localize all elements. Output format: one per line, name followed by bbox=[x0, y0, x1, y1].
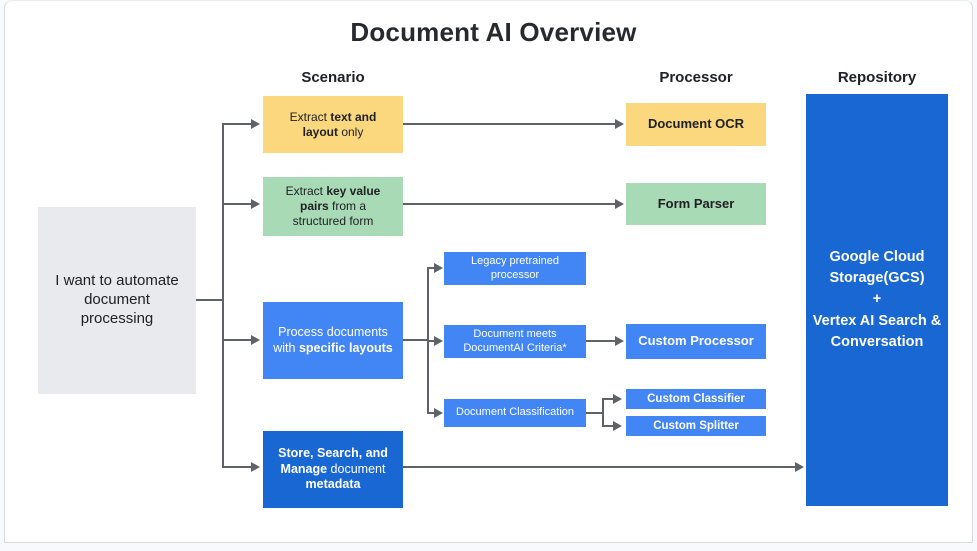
column-header-scenario: Scenario bbox=[301, 69, 365, 86]
connector-keyvalue-to-formparser bbox=[403, 203, 615, 205]
node-scenario-layouts: Process documents with specific layouts bbox=[263, 302, 403, 379]
node-processor-custom: Custom Processor bbox=[626, 324, 766, 359]
connector-to-criteria bbox=[427, 340, 435, 342]
connector-to-layouts bbox=[222, 339, 251, 341]
node-processor-custom-classifier: Custom Classifier bbox=[626, 389, 766, 409]
connector-to-classifier bbox=[602, 398, 613, 400]
node-processor-custom-splitter: Custom Splitter bbox=[626, 416, 766, 436]
connector-criteria-to-custom bbox=[586, 340, 615, 342]
connector-fork-trunk bbox=[602, 398, 604, 427]
node-document-classification: Document Classification bbox=[444, 399, 586, 427]
column-header-repository: Repository bbox=[837, 69, 917, 86]
column-header-processor: Processor bbox=[659, 69, 733, 86]
connector-to-key-value bbox=[222, 203, 251, 205]
arrowhead-form-parser bbox=[615, 199, 624, 209]
node-scenario-extract-text: Extract text and layout only bbox=[263, 96, 403, 153]
arrowhead-key-value bbox=[251, 199, 260, 209]
arrowhead-document-ocr bbox=[615, 119, 624, 129]
node-processor-document-ocr: Document OCR bbox=[626, 103, 766, 146]
connector-to-store bbox=[222, 466, 251, 468]
node-intent: I want to automate document processing bbox=[38, 207, 196, 394]
connector-to-extract-text bbox=[222, 123, 251, 125]
diagram-canvas: Document AI Overview Scenario Processor … bbox=[4, 0, 973, 543]
arrowhead-repository bbox=[795, 462, 804, 472]
arrowhead-store bbox=[251, 462, 260, 472]
connector-intent-out bbox=[196, 299, 224, 301]
arrowhead-classification bbox=[434, 408, 443, 418]
connector-store-to-repository bbox=[403, 466, 795, 468]
node-scenario-key-value: Extract key value pairs from a structure… bbox=[263, 177, 403, 236]
arrowhead-custom-splitter bbox=[613, 421, 622, 431]
connector-main-trunk bbox=[222, 123, 224, 468]
connector-to-legacy bbox=[427, 267, 435, 269]
connector-to-splitter bbox=[602, 425, 613, 427]
node-scenario-store: Store, Search, and Manage document metad… bbox=[263, 431, 403, 508]
node-legacy-pretrained: Legacy pretrained processor bbox=[444, 252, 586, 285]
connector-classification-out bbox=[586, 412, 604, 414]
arrowhead-extract-text bbox=[251, 119, 260, 129]
diagram-title: Document AI Overview bbox=[350, 17, 637, 47]
node-documentai-criteria: Document meets DocumentAI Criteria* bbox=[444, 325, 586, 358]
arrowhead-custom-processor bbox=[615, 336, 624, 346]
arrowhead-legacy bbox=[434, 263, 443, 273]
connector-layouts-out bbox=[403, 339, 429, 341]
node-repository-gcs-vertex: Google Cloud Storage(GCS) + Vertex AI Se… bbox=[806, 94, 948, 506]
connector-text-to-ocr bbox=[403, 123, 615, 125]
arrowhead-layouts bbox=[251, 335, 260, 345]
arrowhead-criteria bbox=[434, 336, 443, 346]
node-processor-form-parser: Form Parser bbox=[626, 183, 766, 225]
arrowhead-custom-classifier bbox=[613, 394, 622, 404]
connector-to-classification bbox=[427, 412, 435, 414]
